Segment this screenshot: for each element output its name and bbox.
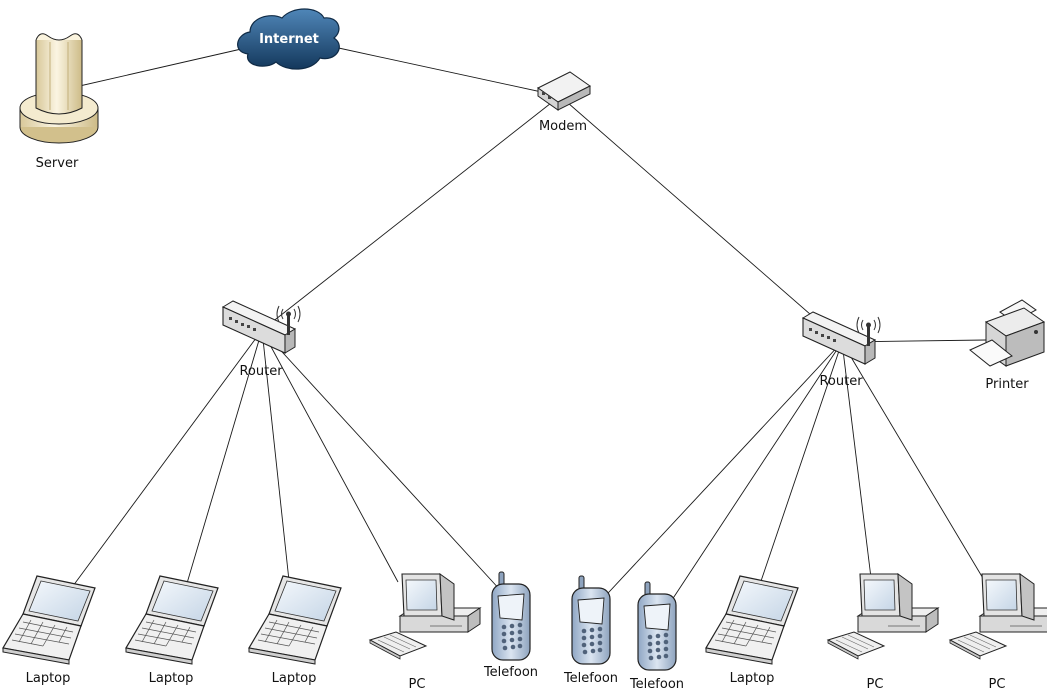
connection-router-left-to-phone-1 <box>261 329 503 593</box>
router-right-node[interactable]: Router <box>802 311 881 389</box>
laptop-label: Laptop <box>730 671 775 686</box>
phone-node[interactable]: Telefoon <box>629 581 684 692</box>
laptop-node[interactable]: Laptop <box>705 575 799 686</box>
phone-label: Telefoon <box>483 665 538 680</box>
pc-label: PC <box>989 677 1006 692</box>
connection-router-right-to-laptop-4 <box>759 341 843 585</box>
printer-node[interactable]: Printer <box>969 299 1046 392</box>
modem-node[interactable]: Modem <box>537 71 591 134</box>
printer-icon <box>969 299 1046 367</box>
laptop-label: Laptop <box>272 671 317 686</box>
mobile-phone-icon <box>491 571 531 661</box>
pc-node[interactable]: PC <box>949 573 1047 692</box>
laptop-icon <box>2 575 96 665</box>
phone-node[interactable]: Telefoon <box>563 575 618 686</box>
connection-router-right-to-pc-2 <box>841 341 873 587</box>
printer-label: Printer <box>985 377 1029 392</box>
laptop-node[interactable]: Laptop <box>2 575 96 686</box>
phone-label: Telefoon <box>563 671 618 686</box>
connection-server-to-internet <box>61 46 251 91</box>
phone-label: Telefoon <box>629 677 684 692</box>
router-right-label: Router <box>819 374 863 389</box>
wireless-router-icon <box>802 311 881 365</box>
laptop-icon <box>125 575 219 665</box>
connection-router-left-to-pc-1 <box>261 329 399 583</box>
pc-label: PC <box>409 677 426 692</box>
laptop-icon <box>248 575 342 665</box>
server-node[interactable]: Server <box>19 33 99 171</box>
connection-internet-to-modem <box>333 46 561 97</box>
desktop-pc-icon <box>827 573 939 660</box>
laptop-label: Laptop <box>26 671 71 686</box>
connection-router-right-to-phone-2 <box>595 341 843 607</box>
internet-label: Internet <box>259 32 319 47</box>
router-left-node[interactable]: Router <box>222 300 301 379</box>
connection-modem-to-router-right <box>559 95 843 343</box>
connection-modem-to-router-left <box>261 95 561 331</box>
connection-router-left-to-laptop-3 <box>261 329 291 591</box>
modem-icon <box>537 71 591 111</box>
connection-router-left-to-laptop-1 <box>69 329 263 591</box>
connection-router-right-to-pc-3 <box>841 341 991 591</box>
laptop-node[interactable]: Laptop <box>248 575 342 686</box>
server-label: Server <box>36 156 79 171</box>
connection-router-left-to-laptop-2 <box>184 329 263 591</box>
laptop-label: Laptop <box>149 671 194 686</box>
pc-node[interactable]: PC <box>369 573 481 692</box>
server-icon <box>19 33 99 144</box>
modem-label: Modem <box>539 119 587 134</box>
mobile-phone-icon <box>571 575 611 665</box>
laptop-icon <box>705 575 799 665</box>
pc-node[interactable]: PC <box>827 573 939 692</box>
connection-lines <box>61 46 991 613</box>
connection-router-right-to-phone-3 <box>663 341 843 613</box>
internet-node[interactable]: Internet <box>237 8 340 70</box>
mobile-phone-icon <box>637 581 677 671</box>
desktop-pc-icon <box>369 573 481 660</box>
desktop-pc-icon <box>949 573 1047 660</box>
cloud-icon <box>237 8 340 70</box>
router-left-label: Router <box>239 364 283 379</box>
phone-node[interactable]: Telefoon <box>483 571 538 680</box>
pc-label: PC <box>867 677 884 692</box>
laptop-node[interactable]: Laptop <box>125 575 219 686</box>
